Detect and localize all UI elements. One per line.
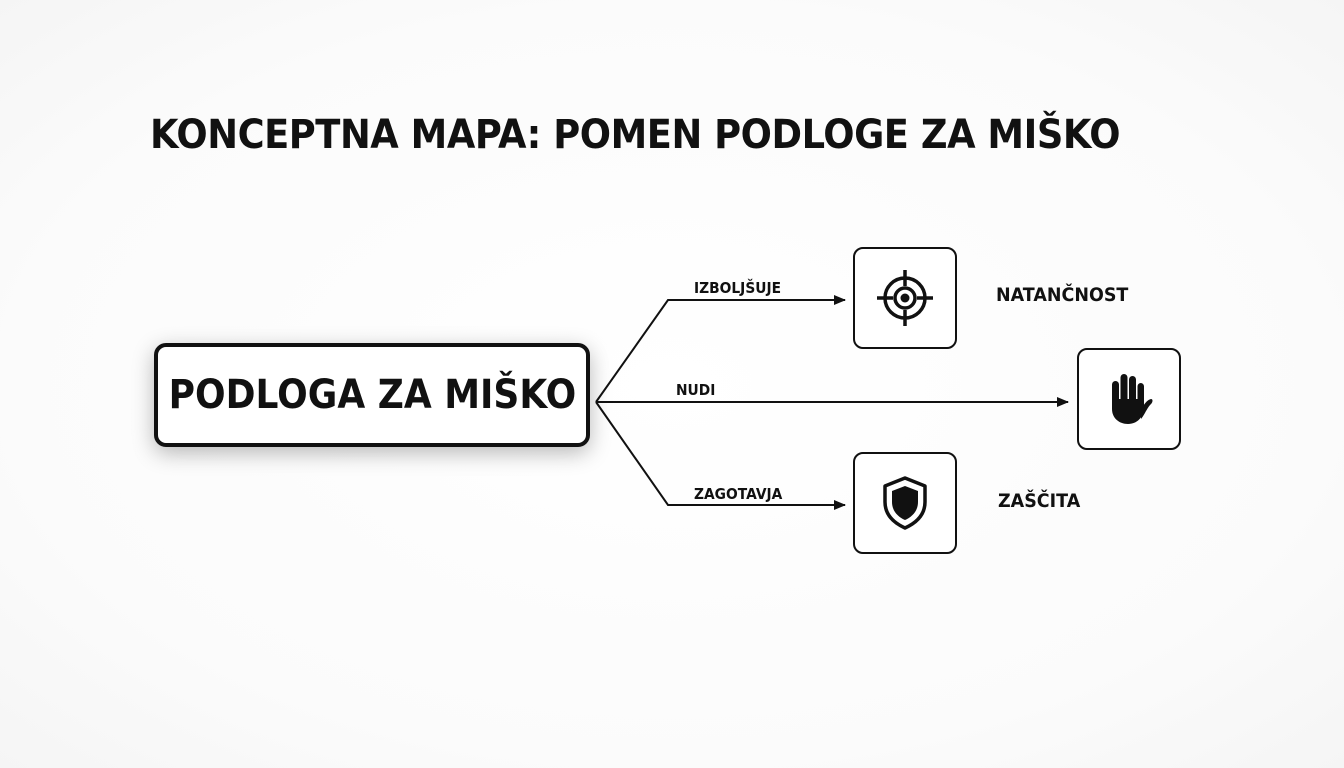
- target-icon: [877, 270, 933, 326]
- edge-label-offers: NUDI: [676, 381, 716, 399]
- connector-precision: [595, 295, 846, 403]
- connector-protection: [595, 401, 846, 510]
- hand-icon: [1112, 374, 1153, 424]
- protection-node: [853, 452, 957, 554]
- edge-label-improves: IZBOLJŠUJE: [694, 279, 782, 297]
- center-node: PODLOGA ZA MIŠKO: [154, 343, 590, 447]
- hand-node: [1077, 348, 1181, 450]
- node-label-precision: NATANČNOST: [996, 284, 1129, 306]
- page-title: KONCEPTNA MAPA: POMEN PODLOGE ZA MIŠKO: [150, 112, 1121, 158]
- precision-node: [853, 247, 957, 349]
- edge-label-provides: ZAGOTAVJA: [694, 485, 783, 503]
- shield-icon: [883, 476, 927, 530]
- center-node-label: PODLOGA ZA MIŠKO: [168, 372, 576, 418]
- node-label-protection: ZAŠČITA: [998, 490, 1081, 512]
